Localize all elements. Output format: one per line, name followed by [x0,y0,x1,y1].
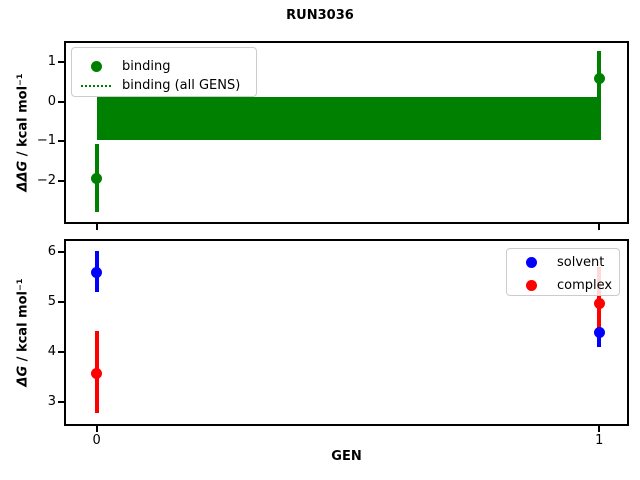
y-tick [58,100,64,103]
top-legend: binding binding (all GENS) [71,47,257,97]
y-tick [58,401,64,403]
legend-item-binding: binding [72,57,256,76]
x-axis-label: GEN [331,449,362,464]
x-tick-label: 1 [595,433,604,448]
y-tick-label: 0 [47,93,56,109]
legend-label: solvent [557,254,605,270]
legend-item-solvent: solvent [507,253,619,272]
x-tick [598,224,601,230]
legend-label: complex [557,278,613,294]
y-tick-label: −2 [36,173,56,189]
error-bar [597,50,602,141]
y-tick-label: 3 [47,394,56,409]
y-tick-label: 4 [47,344,56,359]
bottom-y-axis-label-math: ΔG [15,365,31,387]
y-tick-label: 1 [47,54,56,69]
y-tick [58,61,64,63]
binding-circle-marker-icon [90,61,102,72]
complex-circle-marker-icon [525,280,537,292]
bottom-y-axis-label: ΔG / kcal mol⁻¹ [16,265,33,401]
x-tick [598,426,601,432]
data-point-marker [593,327,605,338]
data-point-marker [91,267,103,278]
x-tick [95,224,98,230]
chart-title: RUN3036 [286,8,354,23]
y-tick [58,251,64,253]
x-tick [95,426,98,432]
legend-item-complex: complex [507,277,619,296]
data-point-marker [91,368,103,379]
legend-label: binding [122,59,171,74]
all-gens-uncertainty-band [96,96,600,141]
y-tick [58,180,64,183]
bottom-legend: solvent complex [506,248,620,296]
binding-all-gens-dotted-line-icon [81,84,111,87]
x-tick-label: 0 [92,433,101,448]
data-point-marker [593,72,605,84]
y-tick-label: 6 [47,244,56,259]
legend-item-binding-all-gens: binding (all GENS) [72,76,256,95]
data-point-marker [91,173,103,185]
y-tick [58,351,64,353]
solvent-circle-marker-icon [525,256,537,268]
legend-label: binding (all GENS) [122,78,241,93]
y-tick-label: 5 [47,294,56,309]
y-tick [58,301,64,303]
y-tick [58,140,64,143]
y-tick-label: −1 [36,133,56,149]
data-point-marker [593,298,605,309]
